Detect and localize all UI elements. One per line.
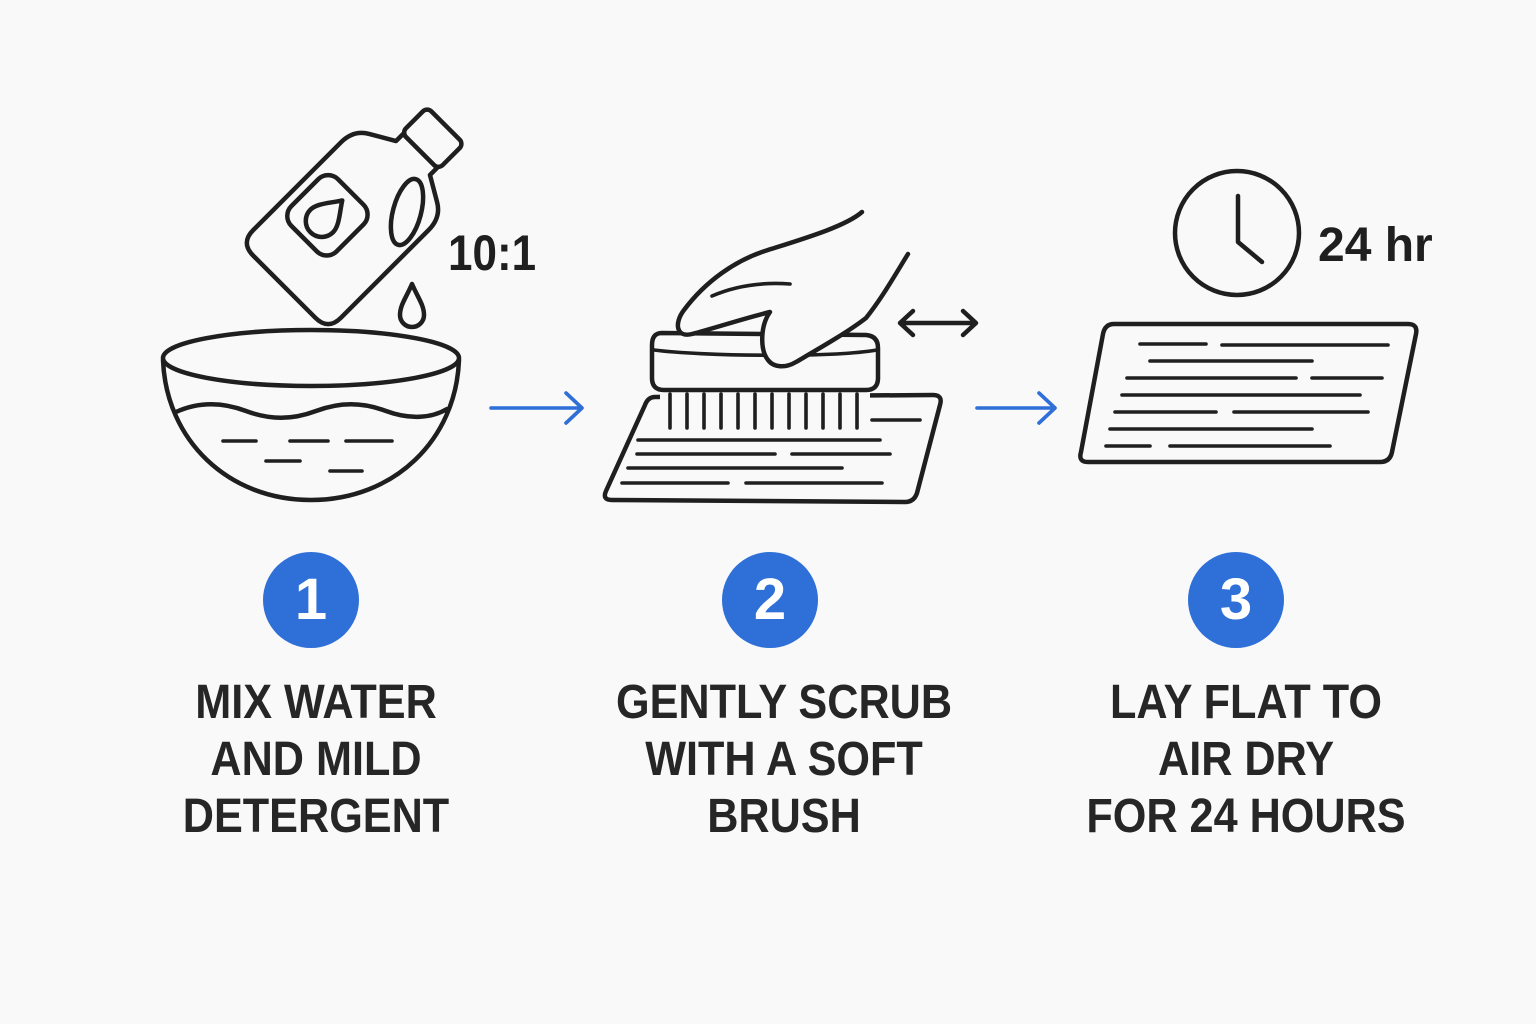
- step-2-illustration: [602, 209, 979, 505]
- mat-pattern-lines: [1104, 342, 1390, 448]
- caption-line: MIX WATER: [195, 676, 437, 729]
- brush-bristles: [668, 392, 859, 430]
- caption-line: AND MILD: [210, 733, 422, 786]
- step-number-badge: 3: [1188, 552, 1284, 648]
- caption-line: DETERGENT: [182, 790, 450, 843]
- clock-icon: [1172, 168, 1302, 298]
- hand-outline: [675, 209, 911, 369]
- detergent-bottle-icon: [244, 107, 464, 327]
- arrow-right-icon: [975, 391, 1057, 425]
- mat-pattern-lines: [620, 418, 922, 485]
- arrow-right-icon: [489, 391, 584, 425]
- mat-outline: [602, 392, 943, 505]
- step-caption: LAY FLAT TO AIR DRY FOR 24 HOURS: [1048, 674, 1444, 845]
- hand-icon: [675, 209, 911, 369]
- caption-line: AIR DRY: [1157, 733, 1335, 786]
- caption-line: LAY FLAT TO: [1109, 676, 1383, 729]
- caption-line: FOR 24 HOURS: [1086, 790, 1406, 843]
- double-arrow-icon: [897, 308, 979, 338]
- clock-hands: [1235, 193, 1265, 265]
- caption-line: BRUSH: [707, 790, 861, 843]
- bottle-handle: [388, 176, 426, 248]
- arrow-right-icon: [489, 391, 584, 425]
- step-caption: GENTLY SCRUB WITH A SOFT BRUSH: [586, 674, 982, 845]
- bowl-body: [160, 357, 462, 503]
- caption-line: GENTLY SCRUB: [615, 676, 953, 729]
- clock-face: [1172, 168, 1302, 298]
- bowl-icon: [160, 327, 462, 503]
- step-1-illustration: [160, 107, 464, 503]
- bottle-cap: [401, 107, 464, 170]
- mat-icon: [602, 392, 943, 505]
- bottle-label: [285, 172, 370, 258]
- water-surface: [173, 402, 450, 420]
- mat-icon: [1078, 321, 1419, 465]
- finger-crease: [710, 281, 792, 298]
- arrow-right-icon: [975, 391, 1057, 425]
- step-number: 2: [753, 567, 787, 632]
- caption-line: WITH A SOFT: [645, 733, 923, 786]
- label-drop-icon: [303, 198, 345, 240]
- water-drop-icon: [397, 281, 427, 330]
- bristle-backdrop: [660, 389, 870, 433]
- bowl-rim: [160, 327, 462, 389]
- ratio-label: 10:1: [448, 225, 537, 281]
- step-number-badge: 1: [263, 552, 359, 648]
- step-number-badge: 2: [722, 552, 818, 648]
- step-3-illustration: [1078, 168, 1419, 465]
- step-number: 3: [1219, 567, 1253, 632]
- mat-outline: [1078, 321, 1419, 465]
- duration-label: 24 hr: [1318, 219, 1433, 272]
- step-caption: MIX WATER AND MILD DETERGENT: [118, 674, 514, 845]
- water-ripples: [221, 439, 394, 473]
- step-number: 1: [294, 567, 328, 632]
